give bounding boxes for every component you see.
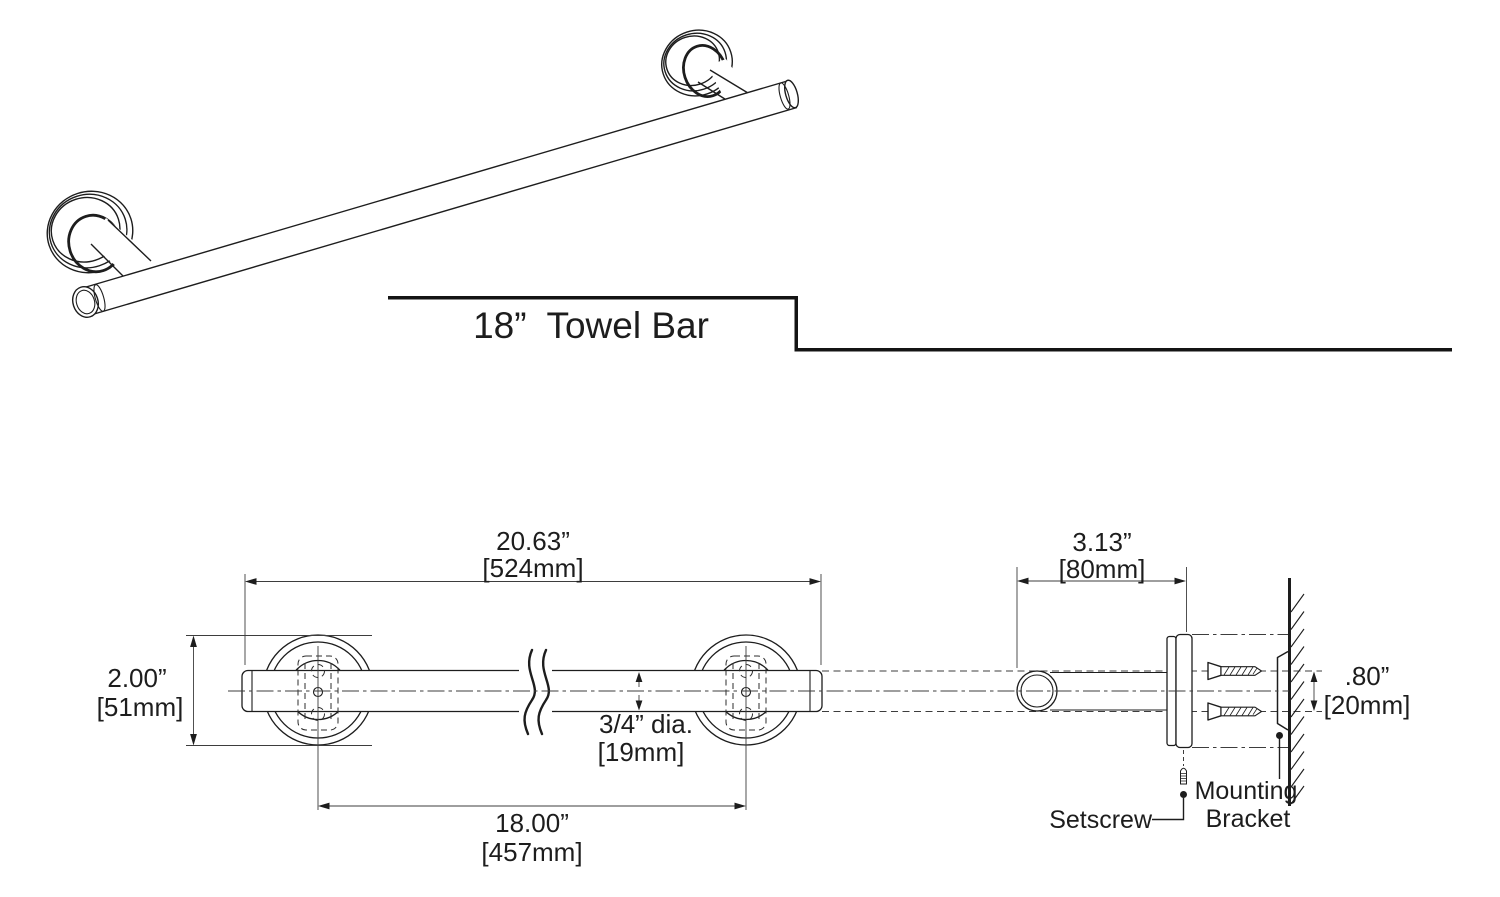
title-block: 18” Towel Bar	[388, 296, 1452, 352]
dimension-overall-width: 20.63” [524mm]	[244, 526, 822, 665]
dim-screw-spacing-inches: .80”	[1345, 661, 1390, 691]
dim-overall-inches: 20.63”	[496, 526, 570, 556]
dim-overall-mm: [524mm]	[482, 553, 583, 583]
isometric-view	[46, 29, 800, 318]
dim-screw-spacing-mm: [20mm]	[1324, 690, 1411, 720]
upper-screw-icon	[1207, 661, 1263, 681]
dim-projection-inches: 3.13”	[1072, 527, 1131, 557]
dim-flange-diameter-mm: [51mm]	[97, 692, 184, 722]
callout-labels: Setscrew Mounting Bracket	[1049, 777, 1297, 834]
mounting-bracket-profile	[1276, 650, 1289, 779]
dim-bar-diameter-mm: [19mm]	[598, 737, 685, 767]
setscrew-leader-dot	[1180, 791, 1187, 798]
title-step-line	[388, 296, 1452, 352]
iso-post-right	[697, 59, 751, 105]
iso-post-left	[88, 218, 154, 285]
title-text: 18” Towel Bar	[473, 305, 709, 346]
dim-bar-diameter-inches: 3/4” dia.	[599, 709, 693, 739]
dimension-bar-diameter: 3/4” dia. [19mm]	[598, 672, 693, 767]
setscrew-icon	[1152, 750, 1187, 821]
dim-projection-mm: [80mm]	[1059, 554, 1146, 584]
wall-section	[1288, 578, 1305, 806]
mounting-bracket-label-line2: Bracket	[1206, 805, 1291, 833]
break-symbol	[519, 648, 552, 736]
front-view	[241, 634, 823, 810]
setscrew-label: Setscrew	[1049, 806, 1153, 834]
lower-screw-icon	[1207, 702, 1263, 721]
dim-centers-inches: 18.00”	[495, 808, 569, 838]
dimension-screw-spacing: .80” [20mm]	[1310, 661, 1411, 720]
dimension-mounting-centers: 18.00” [457mm]	[318, 802, 746, 867]
dimension-projection: 3.13” [80mm]	[1016, 527, 1187, 668]
post-centerlines	[317, 646, 747, 810]
bracket-leader-dot	[1276, 732, 1283, 739]
iso-towel-bar	[71, 79, 800, 318]
dim-centers-mm: [457mm]	[481, 837, 582, 867]
flange-projection-lines	[1192, 634, 1288, 748]
dimension-flange-diameter: 2.00” [51mm]	[97, 635, 372, 746]
dim-flange-diameter-inches: 2.00”	[107, 663, 166, 693]
mounting-bracket-label-line1: Mounting	[1195, 777, 1298, 805]
